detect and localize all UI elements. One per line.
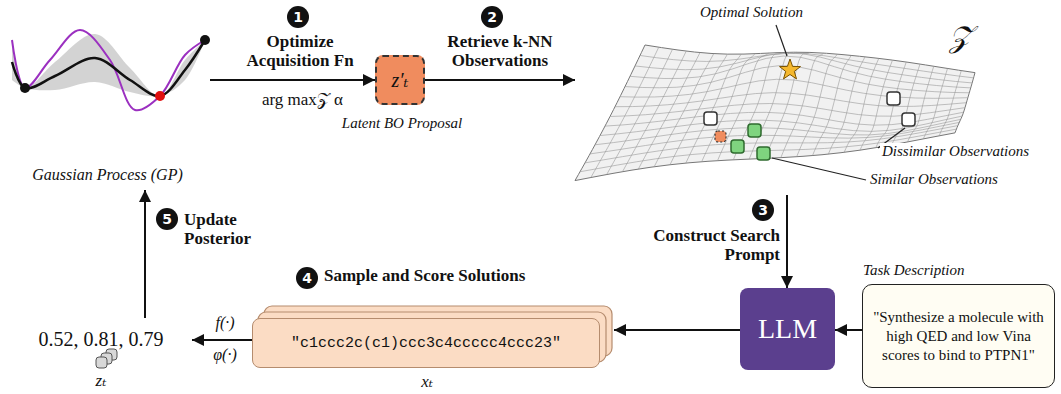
surface-gridline [620,79,968,98]
panel-caption: Gaussian Process (GP) [5,166,210,184]
box-heading: Task Description [863,262,1056,279]
task-description-box: Task Description"Synthesize a molecule w… [862,284,1055,388]
leader-line [776,25,787,56]
step-label: Sample and Score Solutions [324,266,525,286]
uncertainty-band [12,34,205,97]
score-group: 0.52, 0.81, 0.79 zₜ [10,318,192,392]
solution-card: "c1ccc2c(c1)ccc3c4ccccc4ccc23"xₜ [252,318,600,368]
function-label: f(·) [205,314,245,332]
flow-arrow [425,79,575,81]
gaussian-process-plot [12,30,210,110]
surface-gridline [638,53,700,170]
surface-gridline [630,56,971,88]
step-label: Retrieve k-NN Observations [438,32,562,70]
latent-icon [96,357,107,368]
dissimilar-observation [704,112,717,125]
similar-observation [748,124,761,137]
surface-gridline [605,112,964,126]
latent-symbol: zₜ [70,370,132,391]
flow-arrow [786,195,788,288]
callout-number: 4 [296,267,318,289]
surface-gridline [813,55,852,155]
step-label: Update Posterior [184,210,274,248]
dissimilar-observation [902,113,915,126]
gp-panel: Gaussian Process (GP) [5,18,210,190]
gp-mean [12,40,205,96]
latent-space-surface: 𝒵 [575,15,1000,195]
annotation: Optimal Solution [700,4,803,21]
step-label: Construct Search Prompt [640,226,780,264]
surface-gridline [654,54,714,167]
latent-proposal-point [715,131,726,142]
gp-point [200,35,210,45]
annotation: Dissimilar Observations [880,143,1031,160]
score-values: 0.52, 0.81, 0.79 [10,328,192,351]
solution-symbol: xₜ [387,371,467,392]
leader-line [772,158,866,180]
callout-number: 3 [752,199,774,221]
flow-arrow [144,190,146,318]
gp-sample [12,30,205,110]
gp-point [155,91,165,101]
gp-point [20,83,30,93]
surface-gridline [640,53,974,78]
similar-observation [731,140,744,153]
latent-proposal-box: z′ₜLatent BO Proposal [375,55,425,105]
callout-number: 5 [156,208,178,230]
smiles-string: "c1ccc2c(c1)ccc3c4ccccc4ccc23" [291,335,561,352]
surface-gridline [828,57,865,154]
surface-outline [575,45,975,181]
flow-arrow [192,339,252,341]
flow-arrow [210,79,375,81]
dissimilar-observation [887,92,900,105]
surface-gridline [591,47,659,177]
surface-gridline [718,53,769,161]
annotation: Similar Observations [868,171,1000,188]
surface-gridline [607,49,673,174]
function-label: φ(·) [205,346,245,364]
llm-label: LLM [758,313,817,345]
surface-gridline [765,52,810,158]
space-symbol: 𝒵 [943,21,977,53]
formula: arg max𝒵 α [240,90,365,110]
latent-surface [575,45,975,181]
callout-number: 2 [481,6,503,28]
optimal-star [780,59,801,79]
latent-symbol: z′ₜ [391,68,408,92]
surface-gridline [797,54,838,157]
similar-observation [757,147,770,160]
flow-arrow [614,329,740,331]
callout-number: 1 [287,6,309,28]
llm-box: LLM [740,288,835,370]
box-caption: Latent BO Proposal [332,115,472,132]
step-label: Optimize Acquisition Fn [238,32,362,70]
flow-arrow [835,329,862,331]
task-text: "Synthesize a molecule with high QED and… [873,308,1044,365]
